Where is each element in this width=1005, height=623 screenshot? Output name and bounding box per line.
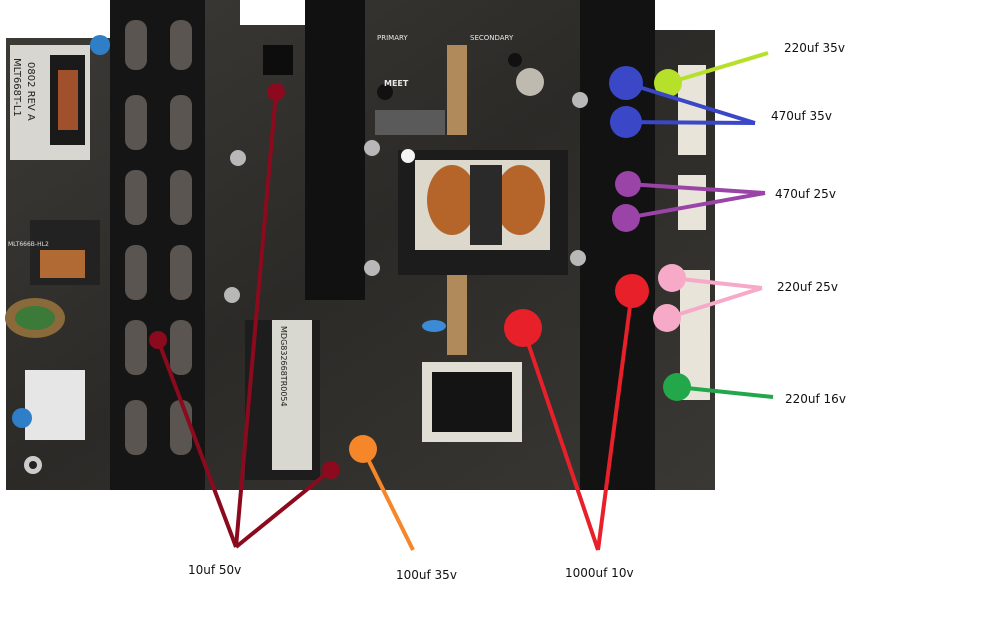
middle-heatsink <box>305 0 365 300</box>
label-100uf-35v: 100uf 35v <box>396 568 457 582</box>
label-470uf-35v: 470uf 35v <box>771 109 832 123</box>
annotation-100uf-35v <box>349 435 415 551</box>
label-220uf-35v: 220uf 35v <box>784 41 845 55</box>
label-220uf-16v: 220uf 16v <box>785 392 846 406</box>
annotation-220uf-16v <box>663 373 774 401</box>
annotation-470uf-25v <box>612 171 766 232</box>
silkscreen-secondary: SECONDARY <box>470 34 514 42</box>
annotation-470uf-35v <box>609 66 756 138</box>
annotation-10uf-50v <box>149 83 340 549</box>
silkscreen-module-label: MDG832668TR0054 <box>279 326 288 407</box>
silkscreen-transformer-revision: 0802 REV A <box>25 62 36 121</box>
silkscreen-transformer-model: MLT668T-L1 <box>11 58 22 117</box>
silkscreen-primary: PRIMARY <box>377 34 408 42</box>
label-470uf-25v: 470uf 25v <box>775 187 836 201</box>
annotation-220uf-25v <box>653 264 763 332</box>
silkscreen-inductor-model: MLT666B-HL2 <box>8 241 49 248</box>
label-1000uf-10v: 1000uf 10v <box>565 566 634 580</box>
silkscreen-meet: MEET <box>384 79 409 88</box>
label-10uf-50v: 10uf 50v <box>188 563 242 577</box>
label-220uf-25v: 220uf 25v <box>777 280 838 294</box>
annotation-1000uf-10v <box>504 274 649 551</box>
annotation-220uf-35v <box>654 51 769 97</box>
